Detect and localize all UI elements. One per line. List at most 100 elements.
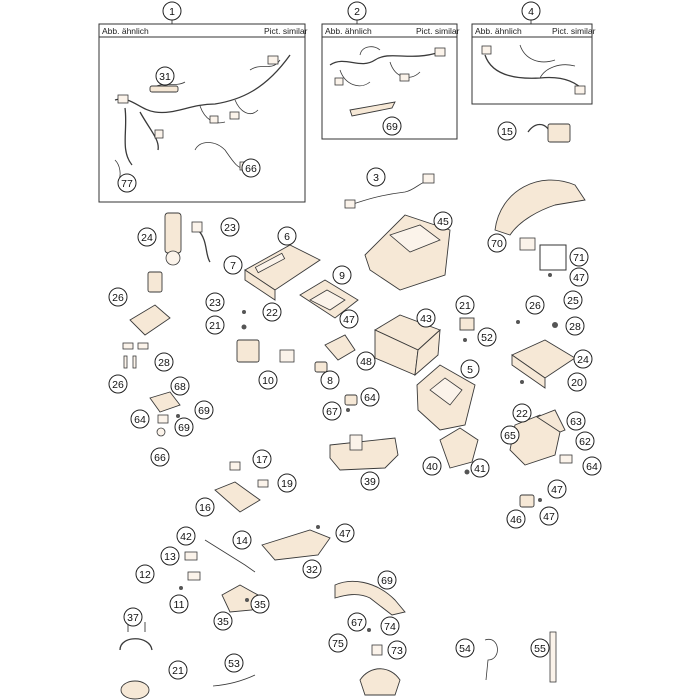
callout-72: 70 [487,233,507,253]
svg-text:39: 39 [364,476,376,488]
callout-3: 3 [366,167,386,187]
part-72-73-bracket [494,179,586,277]
svg-text:19: 19 [281,478,293,490]
part-25-screws [123,355,137,369]
part-6-7-ecu [244,244,321,301]
part-68-bracket [149,391,181,437]
callout-6: 6 [277,226,297,246]
part-16-connector [527,123,571,143]
callout-70: 69 [174,417,194,437]
part-69-guard [334,580,406,616]
callout-9: 9 [332,265,352,285]
part-44-battery-tray [364,214,451,291]
svg-text:21: 21 [172,665,184,677]
callout-37: 31 [155,66,175,86]
svg-text:5: 5 [467,364,473,376]
callout-40: 40 [422,456,442,476]
panel-4-left-label: Abb. ähnlich [475,26,522,36]
callout-37b: 32 [302,559,322,579]
svg-text:77: 77 [121,178,133,190]
part-63-module [509,409,573,466]
part-55-strip [549,631,557,683]
callout-21b: 21 [205,315,225,335]
svg-text:47: 47 [573,272,585,284]
svg-text:70: 70 [491,238,503,250]
callout-35b: 37 [123,607,143,627]
svg-text:14: 14 [236,535,248,547]
callout-20: 21 [168,660,188,680]
part-28-cable [191,221,211,263]
svg-text:21: 21 [459,300,471,312]
callout-64b: 64 [360,387,380,407]
callout-28: 23 [220,217,240,237]
svg-text:48: 48 [360,356,372,368]
callout-23: 23 [205,292,225,312]
panel-1-left-label: Abb. ähnlich [102,26,149,36]
callout-1: 1 [162,1,182,21]
svg-text:10: 10 [262,375,274,387]
part-64-sensor [344,394,358,412]
svg-text:15: 15 [501,126,513,138]
svg-text:7: 7 [230,260,236,272]
callout-29: 24 [137,227,157,247]
panel-2-right-label: Pict. similar [416,26,460,36]
callout-43: 43 [416,308,436,328]
svg-text:11: 11 [174,599,185,611]
svg-text:66: 66 [154,452,166,464]
callout-16: 15 [497,121,517,141]
callout-65: 66 [241,158,261,178]
svg-text:21: 21 [209,320,221,332]
svg-text:54: 54 [459,643,471,655]
part-15-switch [214,461,269,513]
callout-30: 24 [573,349,593,369]
callout-21a: 21 [455,295,475,315]
svg-text:46: 46 [510,514,522,526]
svg-text:8: 8 [327,375,333,387]
svg-text:73: 73 [391,645,403,657]
svg-text:6: 6 [284,231,290,243]
svg-text:63: 63 [570,416,582,428]
svg-text:64: 64 [134,414,146,426]
svg-text:9: 9 [339,270,345,282]
part-5-cover [416,364,476,431]
callout-31: 25 [563,290,583,310]
part-45-46-sensor [519,494,542,508]
callout-4: 4 [521,1,541,21]
callout-8: 8 [320,370,340,390]
callout-74: 73 [387,640,407,660]
svg-text:62: 62 [579,436,591,448]
callout-10: 10 [258,370,278,390]
svg-text:32: 32 [306,564,318,576]
svg-text:35: 35 [254,599,266,611]
svg-text:65: 65 [504,430,516,442]
svg-text:52: 52 [481,332,493,344]
callout-39: 39 [360,471,380,491]
callout-47b: 47 [547,479,567,499]
part-10-relay-holder [236,339,295,363]
svg-text:69: 69 [178,422,190,434]
callout-45: 46 [506,509,526,529]
svg-text:47: 47 [339,528,351,540]
svg-text:75: 75 [332,638,344,650]
svg-text:24: 24 [577,354,589,366]
callout-15: 16 [195,497,215,517]
svg-text:26: 26 [529,300,541,312]
part-43-battery [374,314,441,377]
svg-text:22: 22 [266,307,278,319]
callout-25: 26 [108,374,128,394]
part-30-control-unit [511,320,576,389]
callout-42: 42 [176,526,196,546]
panel-1-right-label: Pict. similar [264,26,308,36]
part-29-ignition [164,212,182,266]
svg-text:69: 69 [386,121,398,133]
svg-text:45: 45 [437,216,449,228]
part-24-lock-set [122,271,171,350]
part-3-harness [344,173,435,209]
callout-35a: 35 [250,594,270,614]
svg-text:37: 37 [127,612,139,624]
callout-33: 28 [565,316,585,336]
callout-46: 47 [539,506,559,526]
svg-text:67: 67 [351,617,363,629]
callout-60: 62 [575,431,595,451]
